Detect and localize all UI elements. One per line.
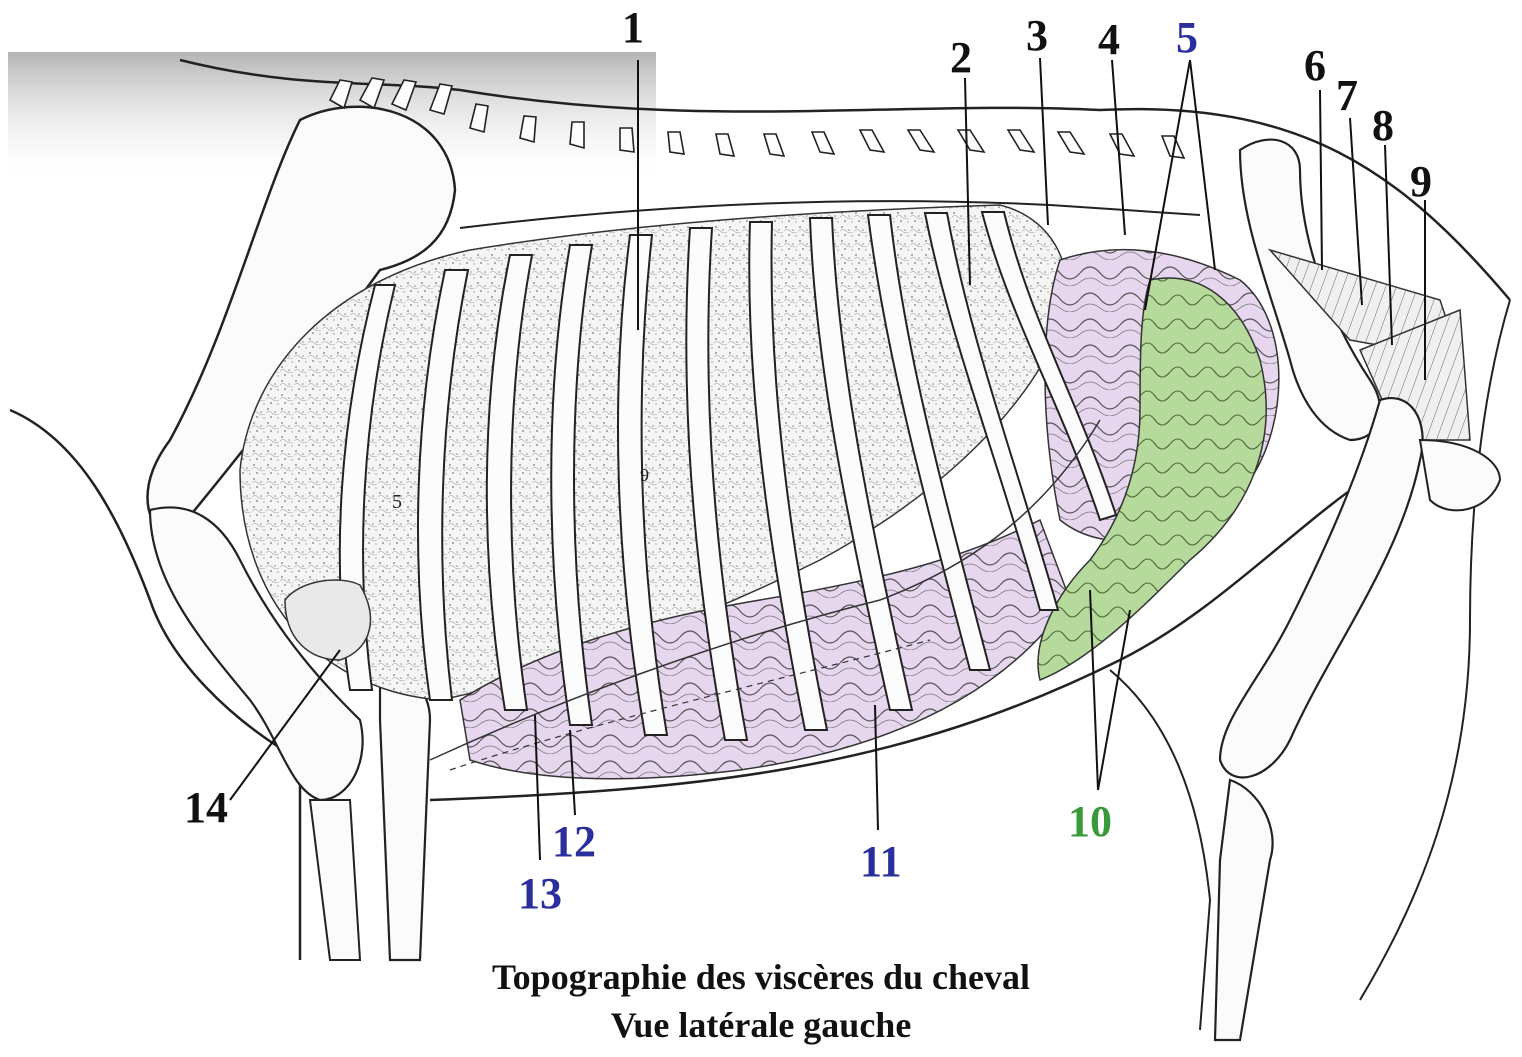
foreleg-ulna xyxy=(310,800,360,960)
foreleg-radius xyxy=(380,677,430,960)
caption-title: Topographie des viscères du cheval xyxy=(0,956,1522,998)
label-9: 9 xyxy=(1410,160,1432,204)
hip-joint xyxy=(1420,440,1500,510)
label-12: 12 xyxy=(552,820,596,864)
label-4: 4 xyxy=(1098,18,1120,62)
label-3: 3 xyxy=(1026,14,1048,58)
caption-subtitle: Vue latérale gauche xyxy=(0,1004,1522,1046)
label-5: 5 xyxy=(1176,16,1198,60)
label-1: 1 xyxy=(622,6,644,50)
tibia xyxy=(1215,780,1273,1040)
heart-apex xyxy=(285,580,370,660)
label-2: 2 xyxy=(950,36,972,80)
label-13: 13 xyxy=(518,872,562,916)
inline-mark-5: 5 xyxy=(392,492,402,512)
label-7: 7 xyxy=(1336,74,1358,118)
inline-mark-9: 9 xyxy=(640,466,649,484)
label-10: 10 xyxy=(1068,800,1112,844)
label-14: 14 xyxy=(184,786,228,830)
label-6: 6 xyxy=(1304,44,1326,88)
label-11: 11 xyxy=(860,840,902,884)
label-8: 8 xyxy=(1372,104,1394,148)
